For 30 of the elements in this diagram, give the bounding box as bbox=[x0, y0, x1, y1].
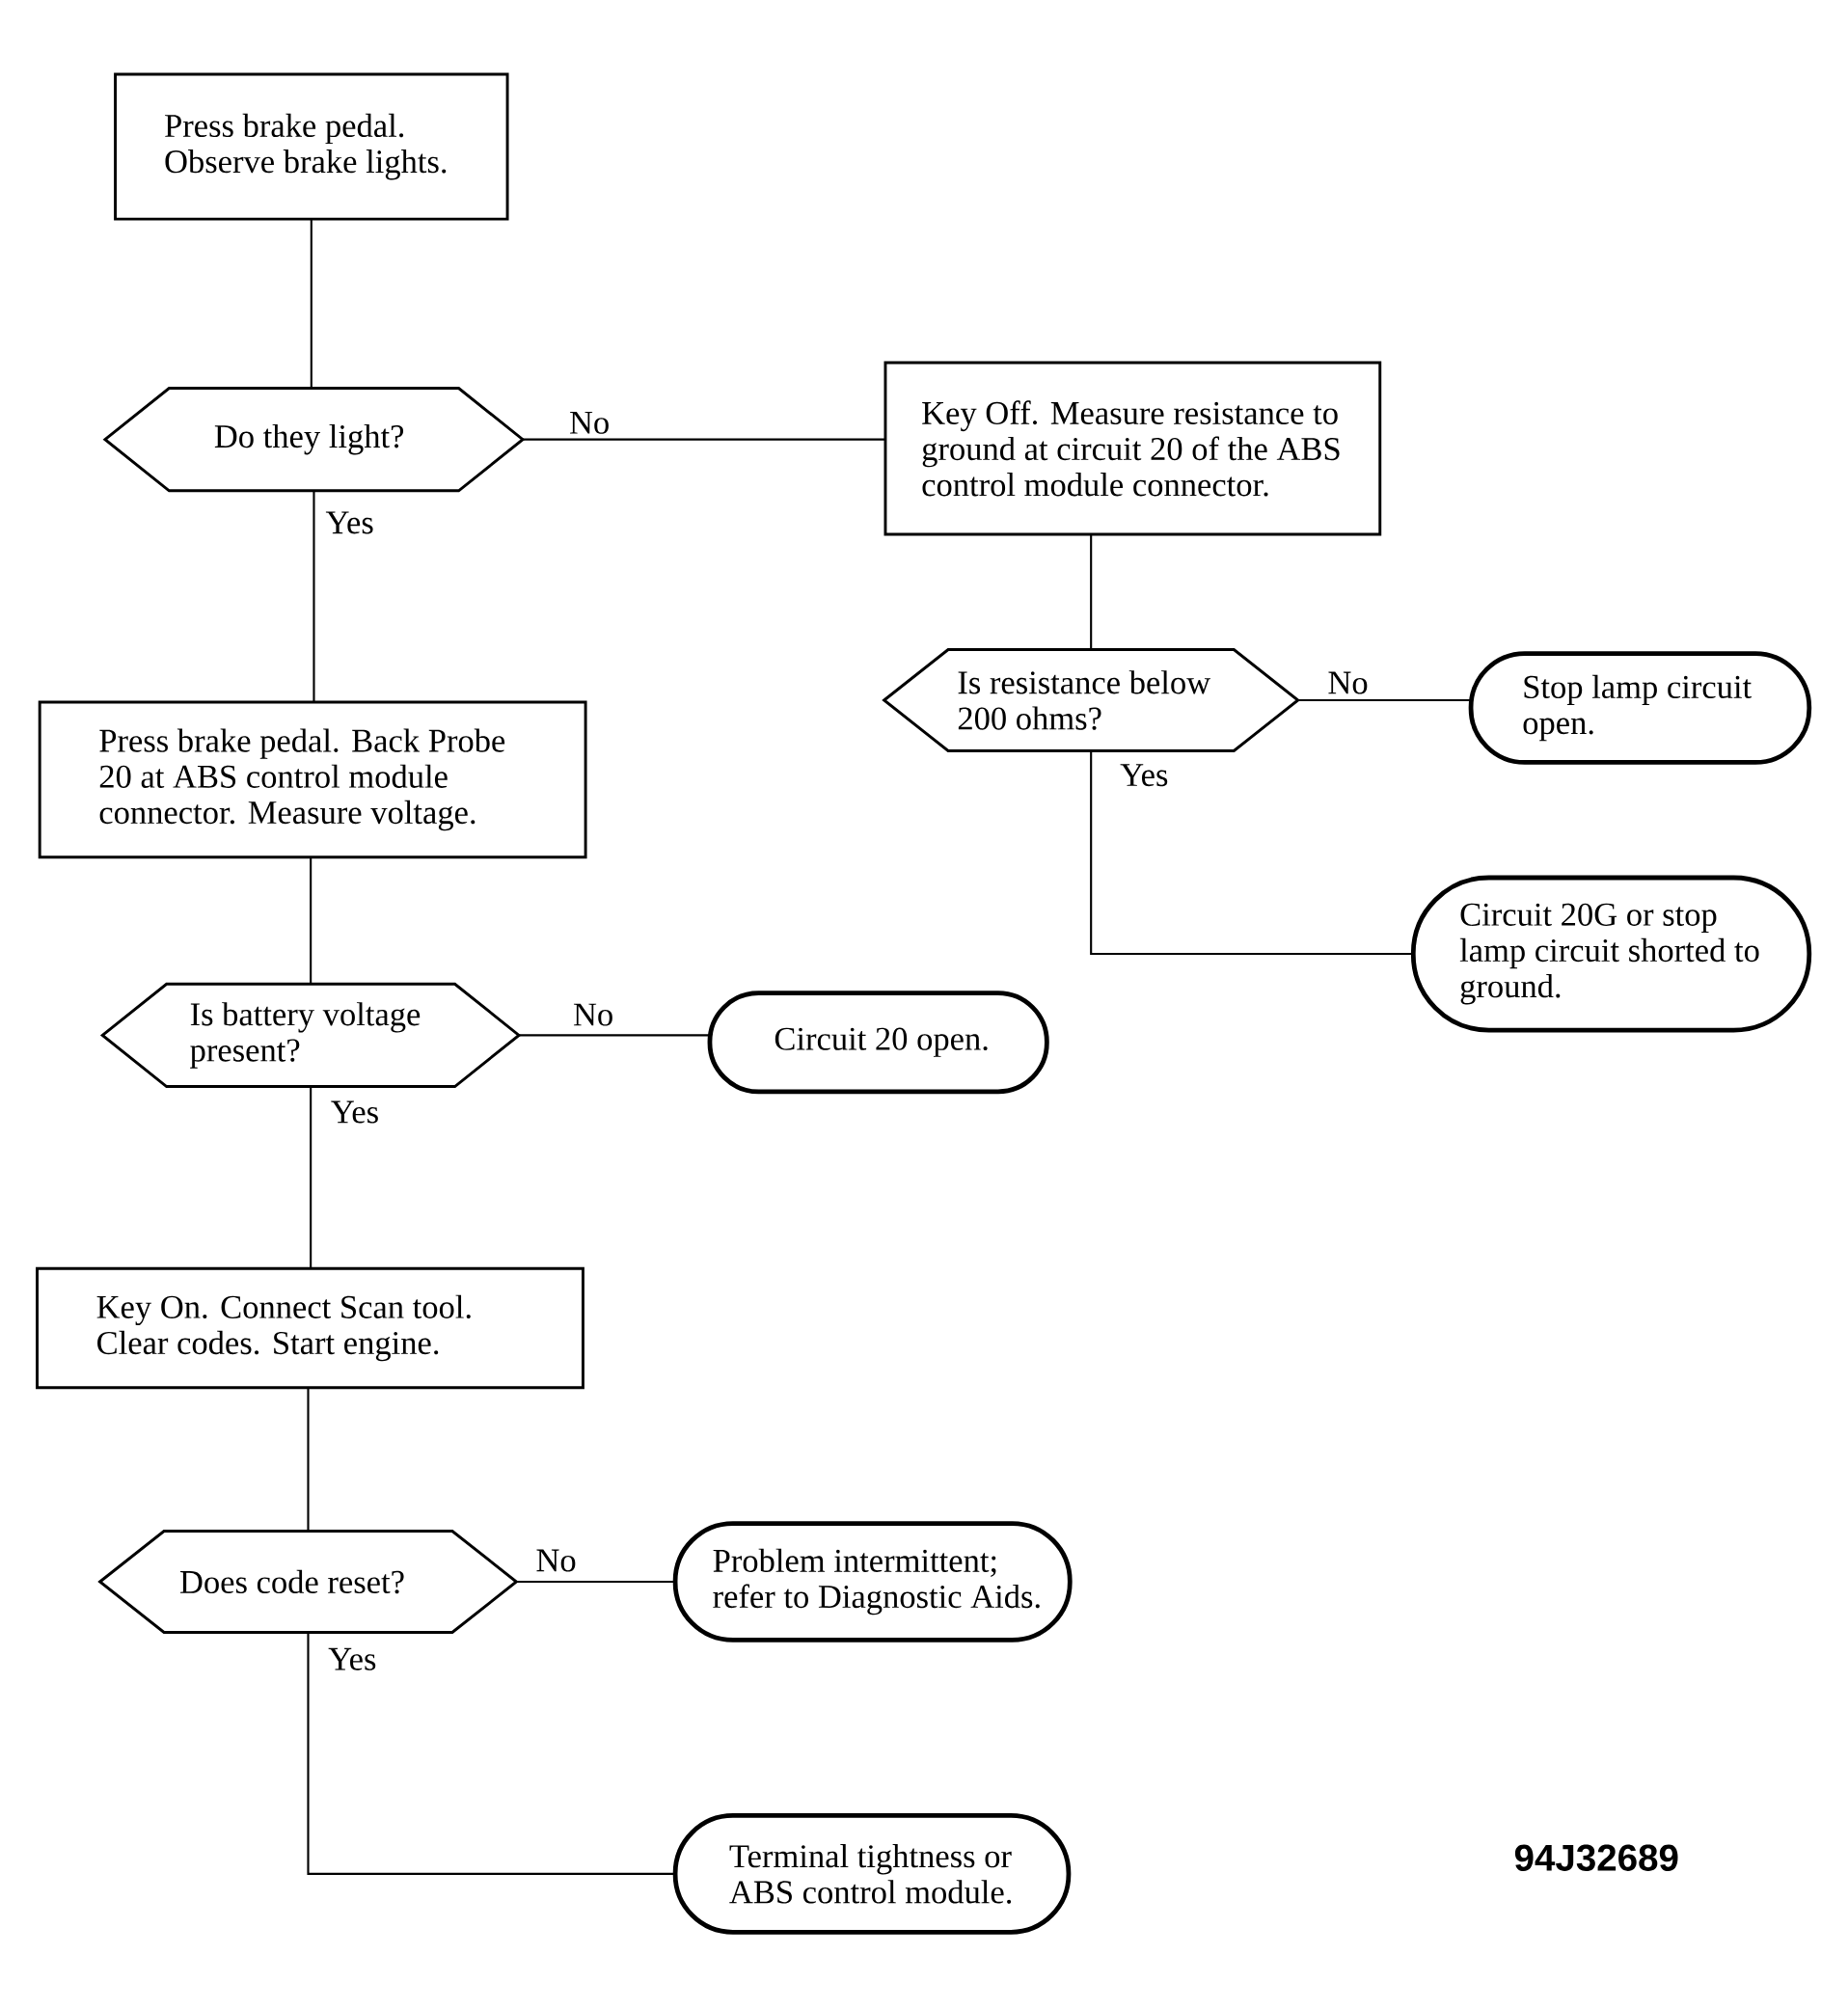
edge-label: Yes bbox=[1120, 764, 1168, 787]
connector-line bbox=[307, 1387, 310, 1532]
connector-line bbox=[310, 1086, 313, 1269]
connector-line bbox=[516, 1580, 676, 1584]
connector-line bbox=[523, 438, 886, 441]
terminal-box: Circuit 20 open. bbox=[707, 991, 1049, 1095]
connector-line bbox=[1090, 750, 1414, 956]
edge-label: Yes bbox=[326, 511, 373, 534]
connector-line bbox=[519, 1034, 711, 1037]
terminal-box: Problem intermittent; refer to Diagnostic Aids. bbox=[672, 1521, 1073, 1642]
edge-label: Yes bbox=[328, 1647, 376, 1670]
connector-line bbox=[310, 856, 313, 985]
terminal-box: Terminal tightness or ABS control module. bbox=[672, 1813, 1072, 1935]
process-box: Key Off. Measure resistance to ground at circuit 20 of the ABS control module connector. bbox=[883, 361, 1382, 536]
edge-label: No bbox=[570, 411, 610, 434]
reference-number: 94J32689 bbox=[1515, 1844, 1678, 1871]
process-box: Press brake pedal. Observe brake lights. bbox=[114, 72, 509, 221]
edge-label: No bbox=[1328, 671, 1368, 694]
edge-label: No bbox=[536, 1549, 576, 1572]
connector-line bbox=[313, 490, 315, 702]
connector-line bbox=[307, 1632, 676, 1875]
connector-line bbox=[1297, 698, 1472, 702]
connector-line bbox=[1090, 533, 1093, 650]
connector-line bbox=[310, 219, 313, 389]
process-box: Press brake pedal. Back Probe 20 at ABS control module connector. Measure voltage. bbox=[38, 700, 587, 859]
edge-label: Yes bbox=[331, 1100, 379, 1124]
terminal-box: Stop lamp circuit open. bbox=[1468, 651, 1812, 765]
terminal-box: Circuit 20G or stop lamp circuit shorted to ground. bbox=[1411, 875, 1812, 1033]
edge-label: No bbox=[574, 1003, 613, 1026]
process-box: Key On. Connect Scan tool. Clear codes. Start engine. bbox=[36, 1266, 585, 1390]
